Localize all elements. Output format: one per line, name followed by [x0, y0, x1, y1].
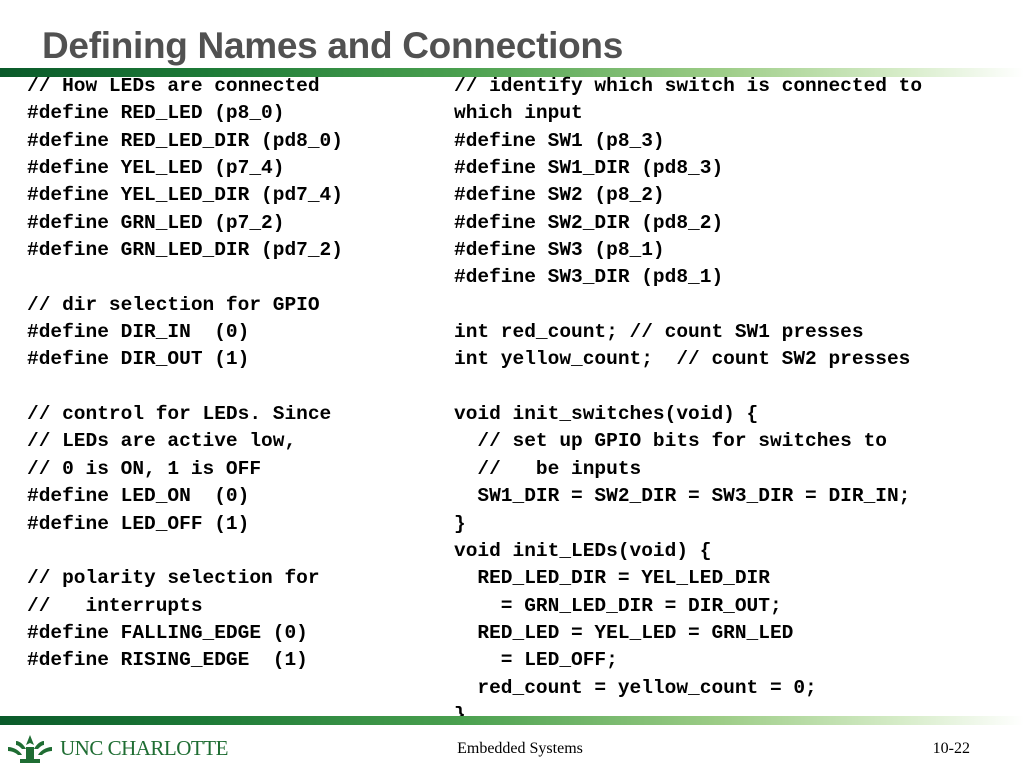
unc-charlotte-crown-icon — [4, 731, 56, 765]
code-line: void init_LEDs(void) { — [454, 539, 712, 562]
code-line: #define GRN_LED_DIR (pd7_2) — [27, 239, 343, 262]
code-line: #define RISING_EDGE (1) — [27, 649, 308, 672]
code-line: #define LED_ON (0) — [27, 485, 250, 508]
footer-logo: UNC CHARLOTTE — [4, 730, 228, 766]
code-line: #define SW2_DIR (pd8_2) — [454, 211, 724, 234]
code-line — [27, 264, 343, 291]
code-line — [27, 538, 343, 565]
code-line: // set up GPIO bits for switches to — [454, 430, 887, 453]
code-line: #define YEL_LED_DIR (pd7_4) — [27, 184, 343, 207]
code-line: // How LEDs are connected — [27, 75, 320, 97]
code-line: // interrupts — [27, 594, 203, 617]
code-column-right: // identify which switch is connected to… — [454, 73, 922, 729]
code-line: // be inputs — [454, 457, 642, 480]
code-line: // polarity selection for — [27, 567, 320, 590]
code-line: } — [454, 512, 466, 535]
code-line: RED_LED = YEL_LED = GRN_LED — [454, 621, 794, 644]
code-line: #define GRN_LED (p7_2) — [27, 211, 285, 234]
footer-page-number: 10-22 — [932, 740, 970, 757]
footer-logo-text: UNC CHARLOTTE — [60, 735, 228, 760]
code-line: #define SW1_DIR (pd8_3) — [454, 157, 724, 180]
code-line: int yellow_count; // count SW2 presses — [454, 348, 911, 371]
slide-title: Defining Names and Connections — [42, 25, 624, 66]
code-line: #define DIR_OUT (1) — [27, 348, 250, 371]
footer-course-title: Embedded Systems — [457, 740, 583, 757]
code-line: #define SW2 (p8_2) — [454, 184, 665, 207]
code-line: #define SW3 (p8_1) — [454, 239, 665, 262]
code-line: #define RED_LED_DIR (pd8_0) — [27, 129, 343, 152]
code-line: int red_count; // count SW1 presses — [454, 321, 864, 344]
code-line: // 0 is ON, 1 is OFF — [27, 457, 262, 480]
code-line: #define YEL_LED (p7_4) — [27, 157, 285, 180]
code-line: = GRN_LED_DIR = DIR_OUT; — [454, 594, 782, 617]
code-line: } — [454, 703, 466, 726]
code-line: // identify which switch is connected to — [454, 75, 923, 97]
code-line — [454, 292, 922, 319]
bottom-divider-bar — [0, 716, 1024, 725]
code-line: SW1_DIR = SW2_DIR = SW3_DIR = DIR_IN; — [454, 485, 911, 508]
code-line: #define RED_LED (p8_0) — [27, 102, 285, 125]
code-line: // dir selection for GPIO — [27, 293, 320, 316]
top-divider-bar — [0, 68, 1024, 77]
code-line: #define SW3_DIR (pd8_1) — [454, 266, 724, 289]
code-line: RED_LED_DIR = YEL_LED_DIR — [454, 567, 770, 590]
code-line: #define FALLING_EDGE (0) — [27, 621, 308, 644]
code-line — [454, 374, 922, 401]
code-line: void init_switches(void) { — [454, 403, 759, 426]
code-line: #define SW1 (p8_3) — [454, 129, 665, 152]
code-line: #define LED_OFF (1) — [27, 512, 250, 535]
code-line: #define DIR_IN (0) — [27, 321, 250, 344]
code-line: // control for LEDs. Since — [27, 403, 332, 426]
code-line: // LEDs are active low, — [27, 430, 297, 453]
code-line — [27, 374, 343, 401]
code-line: red_count = yellow_count = 0; — [454, 676, 817, 699]
code-column-left: // How LEDs are connected #define RED_LED… — [27, 73, 343, 675]
code-line: = LED_OFF; — [454, 649, 618, 672]
code-line: which input — [454, 102, 583, 125]
